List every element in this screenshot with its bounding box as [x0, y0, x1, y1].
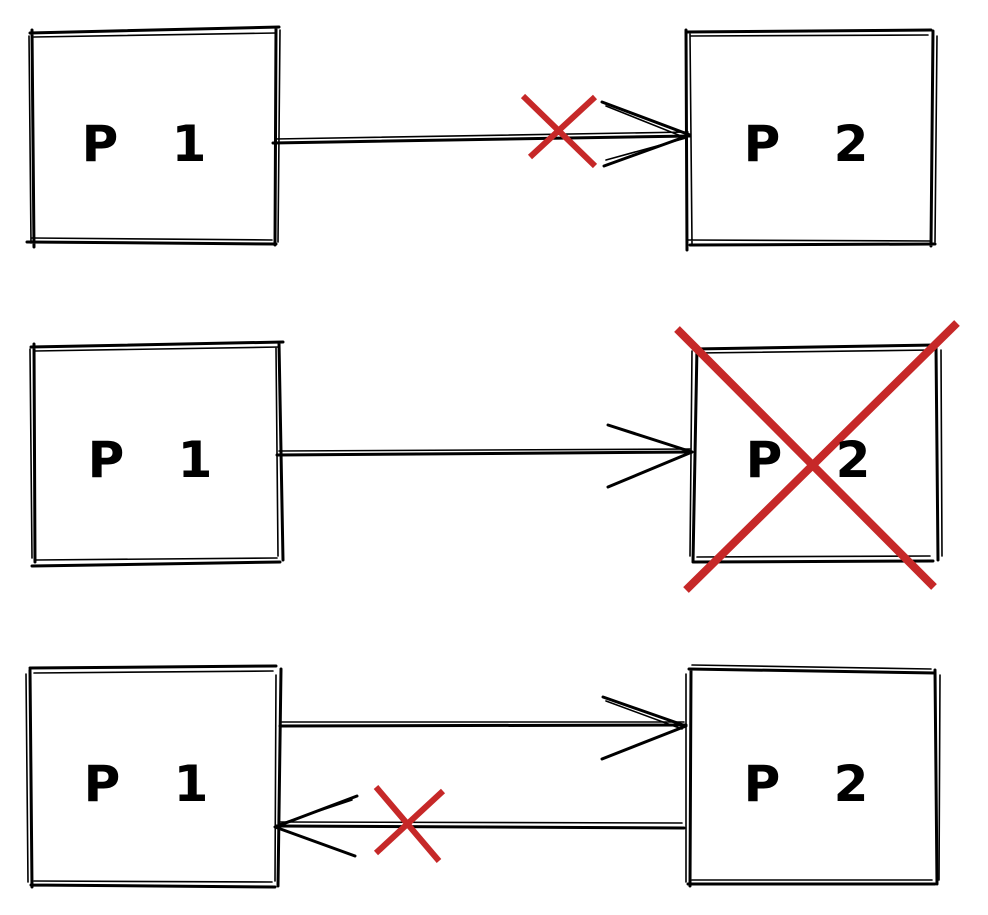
scenario-3-forward-arrowhead-retrace: [605, 700, 683, 730]
scenario-1-right-box-outline: [684, 28, 937, 252]
scenario-2-p2-failure-cross: [674, 320, 960, 593]
scenario-2-arrowhead: [606, 423, 694, 489]
scenario-3-right-box: [685, 664, 941, 888]
scenario-2-left-box-outline: [29, 340, 285, 568]
scenario-3-left-box-outline-retrace: [25, 670, 277, 883]
scenario-1-arrow-shaft: [271, 134, 692, 145]
scenario-3-arrow-p2-to-p1: [273, 794, 686, 858]
scenario-1-right-box-outline-retrace: [686, 33, 938, 245]
scenario-3-left-box-label: P 1: [83, 755, 227, 813]
scenario-3: [25, 664, 941, 889]
scenario-2-cross-stroke-2: [683, 320, 960, 593]
scenario-3-right-box-outline-retrace: [685, 664, 941, 883]
scenario-1-arrowhead: [600, 100, 692, 168]
scenario-3-left-box-outline: [28, 664, 283, 889]
scenario-3-cross-stroke-2: [373, 788, 446, 856]
scenario-2-cross-stroke-1: [674, 326, 937, 590]
scenario-1-arrow-p1-to-p2: [271, 100, 692, 168]
scenario-1-right-box-label: P 2: [743, 115, 887, 173]
scenario-3-reverse-arrow-shaft-retrace: [279, 821, 683, 824]
scenario-3-arrow-p1-to-p2: [278, 695, 688, 761]
scenario-1-right-box: [684, 28, 938, 252]
scenario-1-arrow-shaft-retrace: [274, 131, 689, 140]
scenario-1-left-box-outline-retrace: [28, 29, 281, 244]
scenario-2-right-box-label: P 2: [745, 431, 889, 489]
scenario-2-right-box-outline: [691, 343, 940, 564]
scenario-1-left-box-label: P 1: [81, 115, 225, 173]
scenario-2-arrow-shaft: [275, 450, 694, 457]
scenario-3-reverse-arrowhead-retrace: [279, 799, 353, 825]
scenario-1-failure-cross: [520, 93, 598, 169]
scenario-2: [29, 320, 960, 593]
scenario-1-left-box-outline: [25, 25, 281, 249]
scenario-3-reverse-arrowhead: [273, 794, 359, 858]
scenario-1: [25, 25, 938, 252]
scenario-3-reverse-arrow-shaft: [274, 824, 686, 830]
scenario-3-right-box-label: P 2: [743, 755, 887, 813]
scenario-2-left-box: [29, 340, 285, 568]
scenario-2-arrow-shaft-retrace: [278, 448, 691, 452]
scenario-3-right-box-outline: [686, 667, 939, 888]
scenario-1-arrowhead-retrace: [605, 105, 687, 161]
scenario-1-left-box: [25, 25, 281, 249]
scenario-1-cross-stroke-2: [527, 94, 598, 160]
scenario-2-arrow-p1-to-p2: [275, 423, 694, 489]
scenario-3-failure-cross: [373, 785, 446, 863]
scenario-3-forward-arrow-shaft: [278, 723, 688, 728]
scenario-2-left-box-label: P 1: [87, 431, 231, 489]
scenario-3-forward-arrowhead: [600, 695, 688, 761]
scenario-3-left-box: [25, 664, 283, 889]
scenario-2-left-box-outline-retrace: [29, 346, 280, 561]
